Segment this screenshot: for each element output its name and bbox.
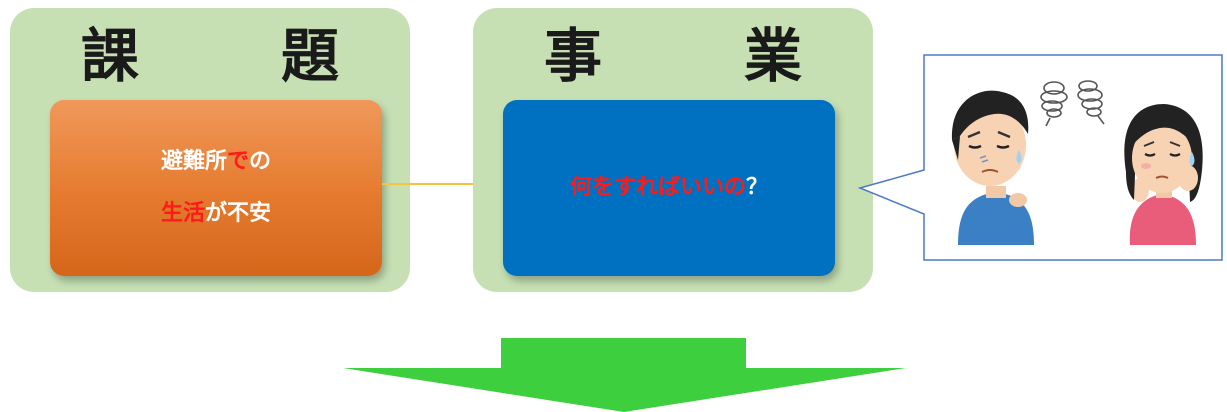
- issue-panel: 課 題 避難所での 生活が不安: [10, 8, 410, 292]
- issue-card: 避難所での 生活が不安: [50, 100, 382, 276]
- project-question: 何をすればいいの？: [570, 162, 768, 214]
- project-card: 何をすればいいの？: [503, 100, 835, 276]
- issue-line-1: 避難所での: [161, 136, 271, 188]
- project-panel: 事 業 何をすればいいの？: [473, 8, 873, 292]
- issue-line-1-emphasis: で: [226, 149, 249, 174]
- project-question-text: 何をすればいいの: [569, 175, 746, 200]
- project-title: 事 業: [543, 22, 844, 90]
- issue-line-2: 生活が不安: [161, 188, 271, 240]
- issue-line-1-rest: の: [249, 149, 272, 174]
- issue-line-2-rest: が不安: [205, 201, 272, 226]
- project-question-mark: ？: [746, 175, 769, 200]
- issue-title: 課 題: [80, 22, 381, 90]
- connector-line: [382, 183, 504, 185]
- issue-line-1-text: 避難所: [160, 149, 227, 174]
- issue-line-2-emphasis: 生活: [160, 201, 205, 226]
